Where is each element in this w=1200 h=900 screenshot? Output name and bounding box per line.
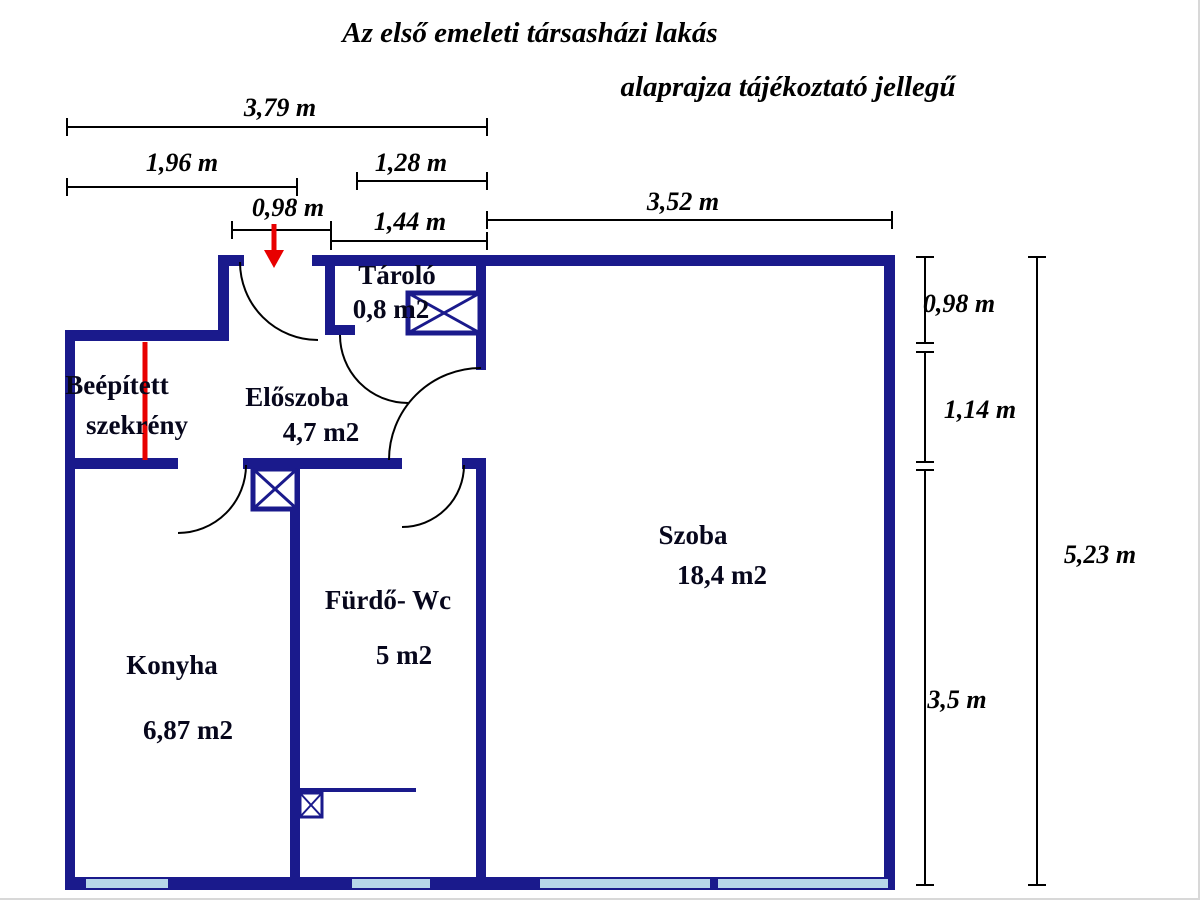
wall-segment xyxy=(65,330,229,341)
dim-label-0-98-top: 0,98 m xyxy=(252,193,324,222)
door-arc-entry xyxy=(239,261,319,341)
wall-segment xyxy=(218,255,244,266)
wall-segment xyxy=(65,330,75,890)
door-arc-furdo xyxy=(401,464,465,528)
window-segment xyxy=(718,879,888,888)
dim-label-1-44: 1,44 m xyxy=(374,207,446,236)
wall-segment xyxy=(476,458,486,877)
page-subtitle: alaprajza tájékoztató jellegű xyxy=(620,71,956,103)
room-area-konyha: 6,87 m2 xyxy=(143,715,233,745)
door-arc-tarolo xyxy=(339,334,409,404)
room-label-szekreny-1: Beépített xyxy=(65,370,168,400)
red-accents xyxy=(142,224,284,460)
wall-segment xyxy=(290,458,300,877)
door-arc-szoba xyxy=(388,367,482,461)
wall-segment xyxy=(218,255,229,341)
walls xyxy=(65,255,895,890)
door-arcs xyxy=(177,261,482,534)
dim-label-3-79: 3,79 m xyxy=(243,93,316,122)
wall-segment xyxy=(325,255,335,335)
shaft-box-cross xyxy=(407,291,481,335)
wall-segment xyxy=(65,458,178,469)
window-segment xyxy=(86,879,168,888)
dim-label-3-5: 3,5 m xyxy=(926,685,986,714)
room-area-eloszoba: 4,7 m2 xyxy=(283,417,360,447)
room-label-furdo: Fürdő- Wc xyxy=(325,585,451,615)
room-label-tarolo: Tároló xyxy=(358,260,436,290)
window-segment xyxy=(352,879,430,888)
entry-arrow-icon xyxy=(264,250,284,268)
wall-segment xyxy=(884,255,895,890)
room-label-szoba: Szoba xyxy=(658,520,728,550)
room-label-eloszoba: Előszoba xyxy=(245,382,349,412)
dimension-lines xyxy=(66,118,1046,886)
dim-label-5-23: 5,23 m xyxy=(1064,540,1136,569)
room-area-tarolo: 0,8 m2 xyxy=(353,294,430,324)
room-area-furdo: 5 m2 xyxy=(376,640,432,670)
dim-label-1-14: 1,14 m xyxy=(944,395,1016,424)
shaft-box-cross xyxy=(299,792,323,818)
labels: Az első emeleti társasházi lakás alapraj… xyxy=(65,17,1136,745)
wall-segment xyxy=(312,255,893,266)
room-label-szekreny-2: szekrény xyxy=(86,410,188,440)
shaft-boxes xyxy=(250,290,483,819)
window-segment xyxy=(540,879,710,888)
wall-segment xyxy=(325,325,355,335)
windows xyxy=(86,879,888,888)
door-arc-konyha xyxy=(177,464,247,534)
dim-label-1-96: 1,96 m xyxy=(146,148,218,177)
dim-label-3-52: 3,52 m xyxy=(646,187,719,216)
wall-segment xyxy=(462,458,486,469)
page-title: Az első emeleti társasházi lakás xyxy=(340,17,717,49)
dim-label-0-98-right: 0,98 m xyxy=(923,289,995,318)
shaft-box-cross xyxy=(251,467,299,511)
dim-label-1-28: 1,28 m xyxy=(375,148,447,177)
wall-segment xyxy=(243,458,402,469)
room-area-szoba: 18,4 m2 xyxy=(677,560,767,590)
room-label-konyha: Konyha xyxy=(126,650,218,680)
